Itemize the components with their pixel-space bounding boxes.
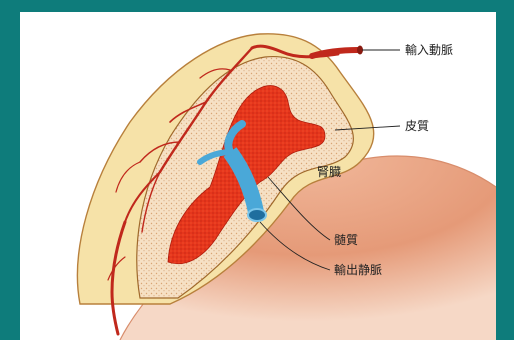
label-afferent-artery: 輸入動脈 <box>405 43 453 57</box>
label-cortex: 皮質 <box>405 119 429 133</box>
label-kidney: 腎臓 <box>317 165 341 179</box>
label-medulla: 髄質 <box>334 233 358 247</box>
efferent-vein-opening <box>248 209 266 221</box>
adrenal-gland-diagram <box>20 12 496 340</box>
label-efferent-vein: 輸出静脈 <box>334 263 382 277</box>
